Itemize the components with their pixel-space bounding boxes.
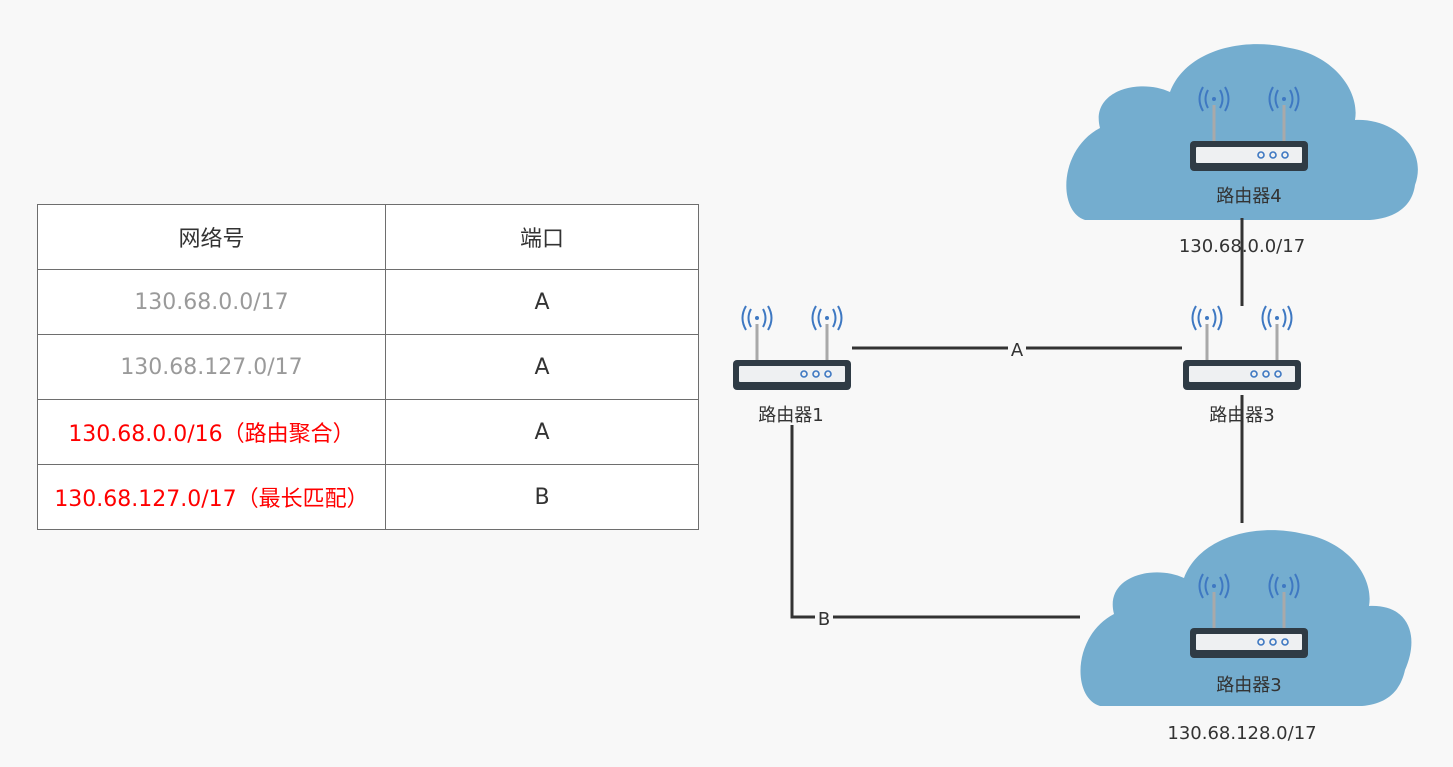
network-cell: 130.68.127.0/17	[37, 334, 386, 400]
network-cell: 130.68.0.0/16（路由聚合）	[37, 399, 386, 465]
network-label-top: 130.68.0.0/17	[1179, 236, 1305, 257]
table-row: 130.68.127.0/17（最长匹配） B	[37, 464, 699, 530]
port-cell: B	[385, 464, 699, 530]
router-label-3-bottom: 路由器3	[1216, 675, 1281, 696]
routing-table: 网络号 端口 130.68.0.0/17 A 130.68.127.0/17 A…	[37, 204, 699, 530]
router-label-3: 路由器3	[1209, 405, 1274, 426]
column-header-network: 网络号	[37, 204, 386, 270]
router-label-4: 路由器4	[1216, 186, 1281, 207]
cloud-top	[1066, 44, 1418, 220]
table-row: 130.68.127.0/17 A	[37, 334, 699, 400]
link-label-a: A	[1011, 340, 1024, 361]
network-cell: 130.68.0.0/17	[37, 269, 386, 335]
router-label-1: 路由器1	[758, 405, 823, 426]
cloud-bottom	[1080, 530, 1412, 706]
table-row: 130.68.0.0/16（路由聚合） A	[37, 399, 699, 465]
network-label-bottom: 130.68.128.0/17	[1167, 723, 1316, 744]
table-row: 130.68.0.0/17 A	[37, 269, 699, 335]
router-1[interactable]	[731, 304, 853, 392]
port-cell: A	[385, 269, 699, 335]
link-label-b: B	[818, 609, 830, 630]
port-cell: A	[385, 399, 699, 465]
network-cell: 130.68.127.0/17（最长匹配）	[37, 464, 386, 530]
link-b	[790, 425, 1080, 619]
router-3[interactable]	[1181, 304, 1303, 392]
